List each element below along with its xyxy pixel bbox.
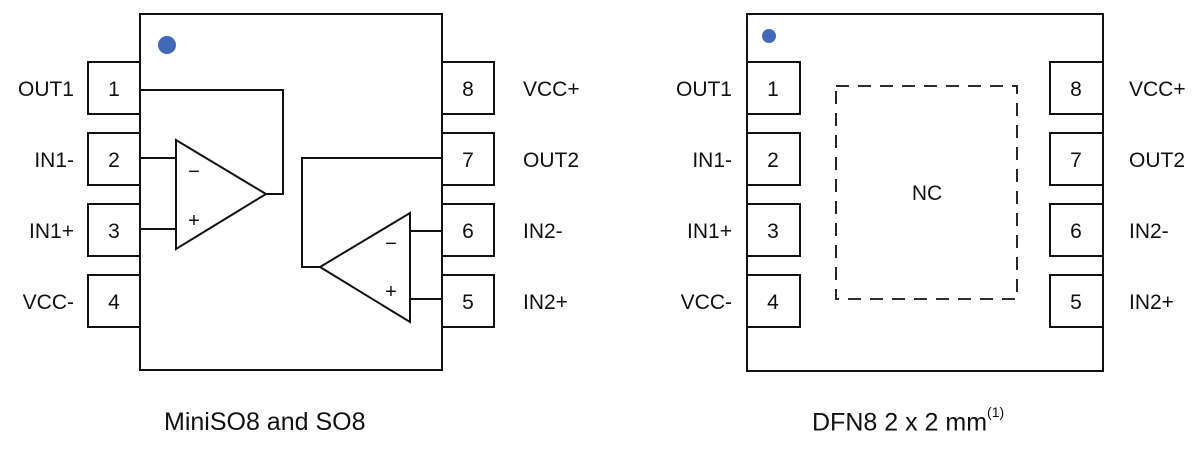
pin-label: IN1+ <box>29 220 74 243</box>
opamp-signs: − + − + <box>188 161 397 303</box>
opamp-2-minus-sign: − <box>385 233 397 255</box>
pin-box-3 <box>746 203 801 257</box>
pin-labels-right-package: OUT1 IN1- IN1+ VCC- VCC+ OUT2 IN2- IN2+ <box>676 78 1186 314</box>
pin-label: IN2- <box>523 220 563 243</box>
opamp-2-output-wire <box>301 157 442 268</box>
pin-number: 2 <box>767 149 779 172</box>
pin-number: 7 <box>462 149 474 172</box>
opamp-1-output-wire <box>140 89 284 195</box>
pin-box-5 <box>1049 274 1104 328</box>
pin-box-1 <box>746 61 801 115</box>
pin-numbers-left-package: 1 2 3 4 8 7 6 5 <box>108 78 474 314</box>
exposed-pad-outline <box>835 85 1018 300</box>
pin-box-1 <box>87 61 141 115</box>
pin-label: VCC- <box>23 291 74 314</box>
pin-label: VCC- <box>681 291 732 314</box>
pin-number: 3 <box>108 220 120 243</box>
pin-number: 6 <box>1070 220 1082 243</box>
pin-box-6 <box>1049 203 1104 257</box>
pin-label: OUT2 <box>523 149 579 172</box>
pin-label: VCC+ <box>1129 78 1186 101</box>
pin-box-4 <box>746 274 801 328</box>
pin-number: 2 <box>108 149 120 172</box>
pin-label: OUT2 <box>1129 149 1185 172</box>
pin-number: 3 <box>767 220 779 243</box>
opamp-1-triangle <box>175 138 268 251</box>
pin-label: IN1- <box>34 149 74 172</box>
exposed-pad-label: NC <box>912 182 942 205</box>
caption-text: MiniSO8 and SO8 <box>164 408 366 436</box>
pin-numbers-right-package: 1 2 3 4 8 7 6 5 <box>767 78 1082 314</box>
pin-label: IN2+ <box>1129 291 1174 314</box>
package-dfn8 <box>746 13 1104 372</box>
pin-number: 8 <box>462 78 474 101</box>
pin-labels-left-package: OUT1 IN1- IN1+ VCC- VCC+ OUT2 IN2- IN2+ <box>18 78 580 314</box>
pin-number: 7 <box>1070 149 1082 172</box>
pin-number: 5 <box>462 291 474 314</box>
pin-number: 4 <box>767 291 779 314</box>
pin-number: 1 <box>767 78 779 101</box>
pin-box-5 <box>441 274 495 328</box>
pin-number: 4 <box>108 291 120 314</box>
pin-box-4 <box>87 274 141 328</box>
caption-dfn8: DFN8 2 x 2 mm(1) <box>812 404 1004 437</box>
caption-text: DFN8 2 x 2 mm <box>812 408 988 437</box>
pin-box-8 <box>441 61 495 115</box>
package-miniso8-so8 <box>87 13 495 371</box>
pin-label: IN1- <box>692 149 732 172</box>
package-body <box>139 13 443 371</box>
pin-number: 6 <box>462 220 474 243</box>
opamp-1-minus-sign: − <box>188 161 200 183</box>
caption-miniso8-so8: MiniSO8 and SO8 <box>164 408 366 437</box>
pin1-indicator-dot <box>762 29 776 43</box>
pin-label: IN2+ <box>523 291 568 314</box>
pin-box-3 <box>87 203 141 257</box>
pin-label: VCC+ <box>523 78 580 101</box>
opamp-2-plus-sign: + <box>385 281 397 303</box>
pin-box-8 <box>1049 61 1104 115</box>
pin-box-2 <box>87 132 141 186</box>
pin-label: OUT1 <box>18 78 74 101</box>
pin-box-7 <box>1049 132 1104 186</box>
opamp-2-triangle <box>318 211 411 324</box>
package-body <box>746 13 1104 372</box>
pin-number: 5 <box>1070 291 1082 314</box>
pinout-diagram: − + − + 1 2 3 4 8 7 6 5 OUT1 IN1- IN1+ V… <box>18 13 1186 372</box>
pin-label: IN2- <box>1129 220 1169 243</box>
pin-box-6 <box>441 203 495 257</box>
pin-box-2 <box>746 132 801 186</box>
pin-label: IN1+ <box>687 220 732 243</box>
pin-label: OUT1 <box>676 78 732 101</box>
footnote-marker: (1) <box>987 404 1005 420</box>
opamp-1-plus-sign: + <box>188 210 200 232</box>
pin-number: 8 <box>1070 78 1082 101</box>
pin-number: 1 <box>108 78 120 101</box>
pin1-indicator-dot <box>158 36 176 54</box>
